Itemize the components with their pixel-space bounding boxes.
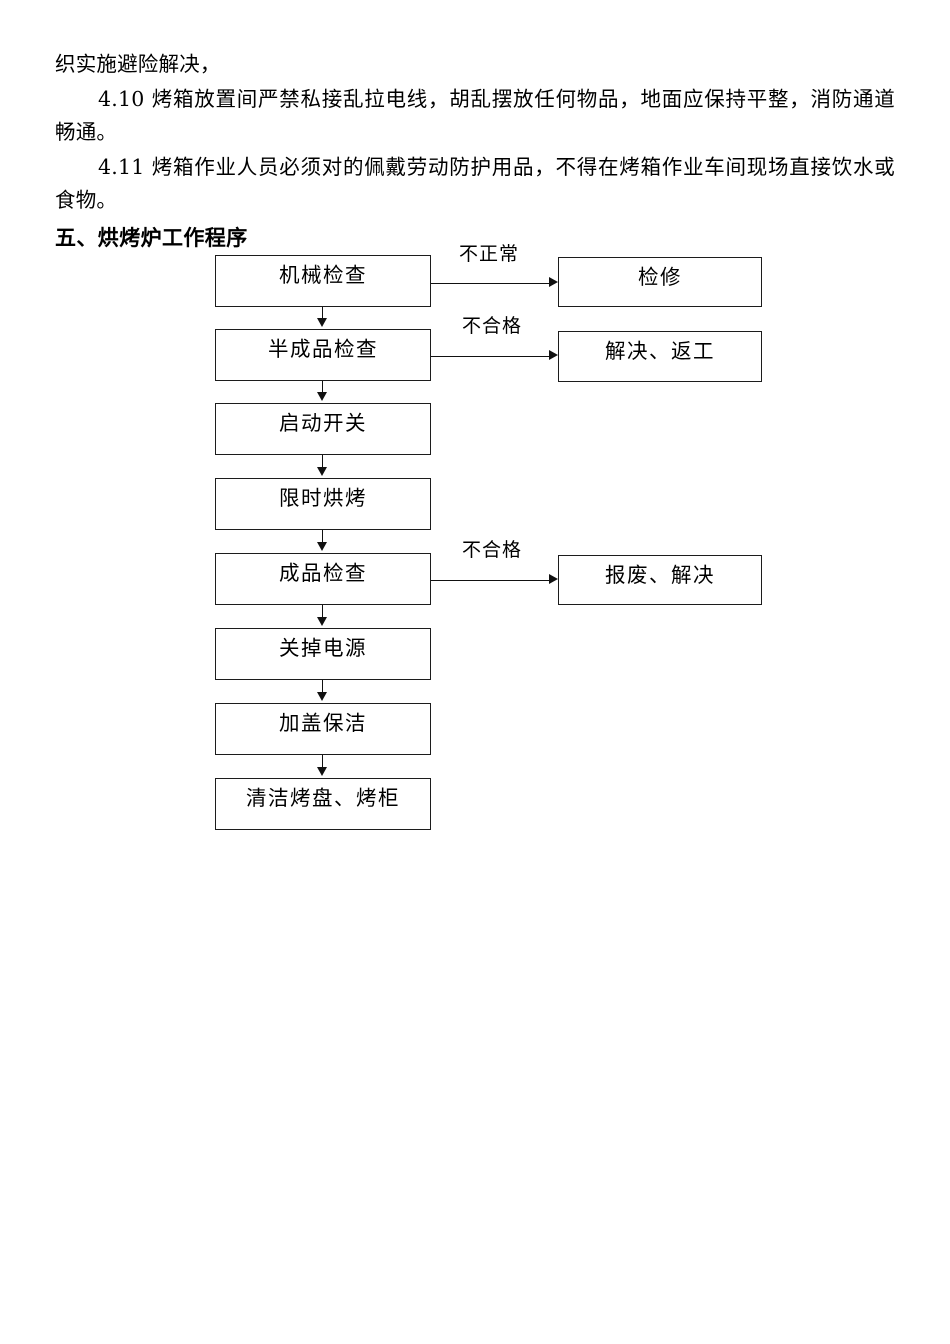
branch-line-abnormal (431, 283, 549, 284)
flow-node-start-switch: 启动开关 (215, 403, 431, 455)
flow-node-label: 半成品检查 (268, 337, 378, 361)
arrow-down-icon (317, 617, 327, 626)
flow-node-label: 启动开关 (279, 411, 367, 435)
connector-3-4 (322, 455, 323, 469)
arrow-down-icon (317, 692, 327, 701)
flow-node-repair: 检修 (558, 257, 762, 307)
connector-1-2 (322, 307, 323, 320)
flow-node-label: 关掉电源 (279, 636, 367, 660)
connector-7-8 (322, 755, 323, 769)
flow-node-label: 解决、返工 (605, 339, 715, 363)
paragraph-4-11: 4.11 烤箱作业人员必须对的佩戴劳动防护用品，不得在烤箱作业车间现场直接饮水或… (55, 155, 895, 212)
branch-line-unqualified-finished (431, 580, 549, 581)
arrow-right-icon (549, 350, 558, 360)
flow-node-semifinished-check: 半成品检查 (215, 329, 431, 381)
branch-line-unqualified-semifinished (431, 356, 549, 357)
flow-node-timed-baking: 限时烘烤 (215, 478, 431, 530)
flow-node-clean-trays-cabinet: 清洁烤盘、烤柜 (215, 778, 431, 830)
flow-node-label: 清洁烤盘、烤柜 (246, 786, 400, 810)
flow-node-mechanical-check: 机械检查 (215, 255, 431, 307)
arrow-down-icon (317, 392, 327, 401)
connector-5-6 (322, 605, 323, 619)
flow-node-scrap: 报废、解决 (558, 555, 762, 605)
flow-node-label: 限时烘烤 (279, 486, 367, 510)
flow-node-cover-clean: 加盖保洁 (215, 703, 431, 755)
document-body: 织实施避险解决， 4.10 烤箱放置间严禁私接乱拉电线，胡乱摆放任何物品，地面应… (55, 48, 895, 219)
connector-2-3 (322, 381, 323, 394)
edge-label-unqualified-finished: 不合格 (462, 539, 523, 561)
flow-node-label: 检修 (638, 265, 682, 289)
connector-6-7 (322, 680, 323, 694)
section-heading-five: 五、烘烤炉工作程序 (55, 226, 248, 250)
flow-node-finished-check: 成品检查 (215, 553, 431, 605)
arrow-right-icon (549, 574, 558, 584)
flow-node-rework: 解决、返工 (558, 331, 762, 382)
flow-node-label: 机械检查 (279, 263, 367, 287)
arrow-down-icon (317, 318, 327, 327)
edge-label-abnormal: 不正常 (459, 243, 520, 265)
arrow-right-icon (549, 277, 558, 287)
flow-node-label: 成品检查 (279, 561, 367, 585)
flow-node-label: 加盖保洁 (279, 711, 367, 735)
paragraph-intro: 织实施避险解决， (55, 52, 221, 76)
edge-label-unqualified-semifinished: 不合格 (462, 315, 523, 337)
connector-4-5 (322, 530, 323, 544)
flow-node-power-off: 关掉电源 (215, 628, 431, 680)
arrow-down-icon (317, 467, 327, 476)
paragraph-4-10: 4.10 烤箱放置间严禁私接乱拉电线，胡乱摆放任何物品，地面应保持平整，消防通道… (55, 87, 895, 144)
arrow-down-icon (317, 542, 327, 551)
arrow-down-icon (317, 767, 327, 776)
flow-node-label: 报废、解决 (605, 563, 715, 587)
